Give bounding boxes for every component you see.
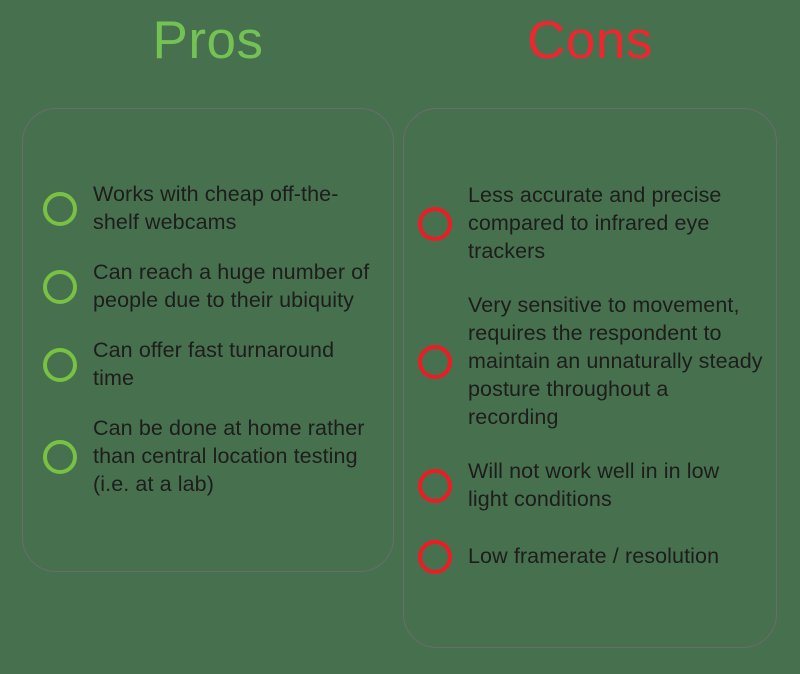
circle-outline-icon [43,270,77,305]
list-item: Works with cheap off-the-shelf webcams [43,181,379,237]
list-item-label: Will not work well in in low light condi… [468,458,720,511]
list-item-label: Less accurate and precise compared to in… [468,183,722,264]
pros-list: Works with cheap off-the-shelf webcams C… [23,109,393,571]
list-item-label: Can be done at home rather than central … [93,415,365,496]
circle-outline-icon [418,207,452,242]
circle-outline-icon [43,347,77,382]
list-item: Can be done at home rather than central … [43,415,379,499]
list-item: Very sensitive to movement, requires the… [418,292,768,432]
circle-outline-icon [418,344,452,379]
cons-list: Less accurate and precise compared to in… [404,109,776,647]
list-item-label: Can offer fast turnaround time [93,338,335,390]
list-item: Can offer fast turnaround time [43,337,379,393]
circle-outline-icon [43,439,77,474]
circle-outline-icon [43,192,77,227]
list-item: Low framerate / resolution [418,539,768,574]
circle-outline-icon [418,539,452,574]
list-item-label: Can reach a huge number of people due to… [93,260,370,313]
cons-card: Less accurate and precise compared to in… [403,108,777,648]
cons-column-title: Cons [527,11,653,70]
list-item-label: Very sensitive to movement, requires the… [468,293,763,429]
list-item: Can reach a huge number of people due to… [43,259,379,315]
list-item: Less accurate and precise compared to in… [418,182,768,266]
pros-card: Works with cheap off-the-shelf webcams C… [22,108,394,572]
circle-outline-icon [418,468,452,503]
pros-column-title: Pros [152,11,264,70]
list-item-label: Works with cheap off-the-shelf webcams [93,182,339,235]
list-item-label: Low framerate / resolution [468,543,720,568]
list-item: Will not work well in in low light condi… [418,458,768,514]
